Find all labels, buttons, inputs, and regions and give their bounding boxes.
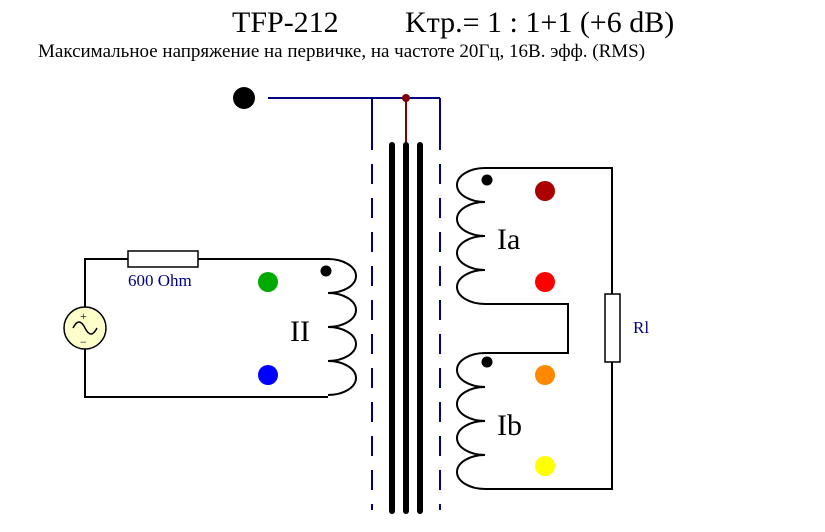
- coil-secondary: [327, 258, 357, 396]
- junction-dot: [402, 94, 410, 102]
- title-ratio: Kтр.= 1 : 1+1 (+6 dB): [405, 6, 674, 39]
- source-resistor: [127, 250, 199, 268]
- terminal-blue: [258, 365, 278, 385]
- coil-primary-b: [456, 352, 486, 490]
- terminal-darkred: [535, 181, 555, 201]
- sine-wave-icon: [72, 321, 98, 335]
- terminal-red: [535, 272, 555, 292]
- title-model: TFP-212: [232, 6, 339, 39]
- secondary-wire-bottom: [84, 349, 328, 398]
- winding-label-primary-b: Ib: [497, 409, 522, 442]
- source-resistor-label: 600 Ohm: [128, 271, 192, 290]
- winding-label-secondary: II: [290, 315, 310, 348]
- primary-wire-link: [485, 303, 569, 354]
- terminal-orange: [535, 365, 555, 385]
- terminal-yellow: [535, 456, 555, 476]
- source-minus: −: [80, 335, 87, 349]
- terminal-green: [258, 272, 278, 292]
- source-plus: +: [80, 309, 87, 323]
- load-resistor-label: Rl: [633, 318, 649, 337]
- polarity-dot-primary-a: [481, 174, 493, 186]
- subtitle: Максимальное напряжение на первичке, на …: [38, 41, 645, 62]
- screen-terminal: [233, 87, 255, 109]
- transformer-core: [389, 142, 423, 514]
- coil-primary-a: [456, 167, 486, 305]
- primary-wire-bottom: [485, 362, 613, 490]
- primary-wire-top: [485, 167, 613, 294]
- load-resistor: [604, 293, 621, 363]
- winding-label-primary-a: Ia: [497, 223, 520, 256]
- secondary-wire-top: [84, 258, 328, 307]
- polarity-dot-primary-b: [481, 356, 493, 368]
- screen-wire: [268, 97, 441, 130]
- polarity-dot-secondary: [320, 265, 332, 277]
